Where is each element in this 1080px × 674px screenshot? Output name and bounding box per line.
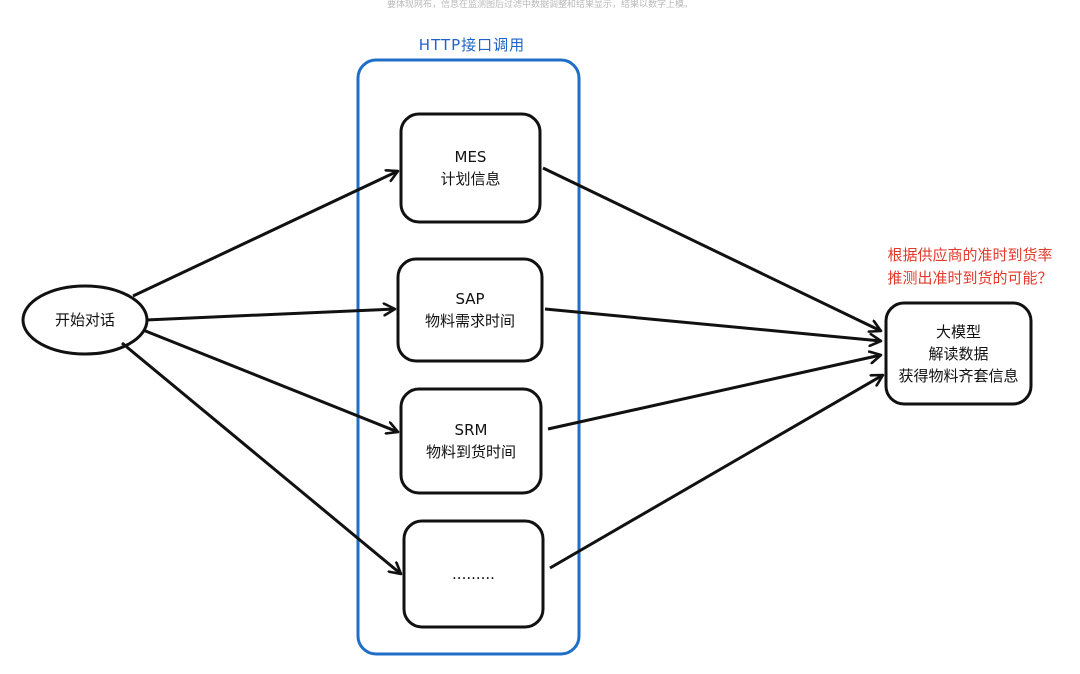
start-node-text: 开始对话 bbox=[54, 311, 115, 329]
srm-node-shape[interactable] bbox=[399, 387, 543, 495]
llm-node-line3: 获得物料齐套信息 bbox=[898, 366, 1019, 385]
edge-mes-to-llm bbox=[542, 166, 881, 331]
sap-node-shape[interactable] bbox=[396, 257, 544, 363]
llm-node-label: 大模型 解读数据 获得物料齐套信息 bbox=[886, 303, 1031, 404]
srm-node-subtitle: 物料到货时间 bbox=[425, 443, 516, 461]
mes-node-subtitle: 计划信息 bbox=[440, 170, 501, 188]
http-group-container bbox=[356, 58, 581, 656]
srm-node-title: SRM bbox=[454, 421, 488, 439]
group-title: HTTP接口调用 bbox=[418, 36, 526, 54]
sap-node-subtitle: 物料需求时间 bbox=[424, 312, 515, 330]
edge-start-to-sap bbox=[145, 309, 395, 322]
llm-node-title: 大模型 bbox=[935, 322, 981, 341]
edge-more-to-llm bbox=[549, 375, 883, 570]
mes-node-shape[interactable] bbox=[399, 112, 542, 224]
edge-srm-to-llm bbox=[547, 355, 881, 431]
more-node-label: ......... bbox=[404, 521, 543, 627]
srm-node-label: SRM 物料到货时间 bbox=[401, 389, 541, 493]
more-node-ellipsis: ......... bbox=[452, 565, 495, 583]
annotation-line-2: 推测出准时到货的可能？ bbox=[887, 269, 1053, 287]
edge-sap-to-llm bbox=[544, 307, 881, 341]
annotation-line-1: 根据供应商的准时到货率 bbox=[887, 246, 1053, 264]
sap-node-label: SAP 物料需求时间 bbox=[398, 259, 542, 361]
llm-node-line2: 解读数据 bbox=[928, 344, 989, 363]
sap-node-title: SAP bbox=[455, 290, 485, 308]
edge-start-to-mes bbox=[132, 171, 398, 298]
top-caption: 要体现网布，信息在监测图后过滤中数据调整和结果显示，结果以数字上模。 bbox=[386, 0, 693, 10]
mes-node-label: MES 计划信息 bbox=[401, 114, 540, 222]
edge-start-to-more bbox=[121, 341, 401, 574]
edge-start-to-srm bbox=[142, 328, 398, 432]
red-annotation: 根据供应商的准时到货率 推测出准时到货的可能？ bbox=[872, 244, 1068, 290]
start-node-label: 开始对话 bbox=[23, 286, 147, 354]
more-node-shape[interactable] bbox=[402, 519, 545, 629]
llm-node-shape[interactable] bbox=[884, 301, 1033, 406]
mes-node-title: MES bbox=[454, 148, 487, 166]
